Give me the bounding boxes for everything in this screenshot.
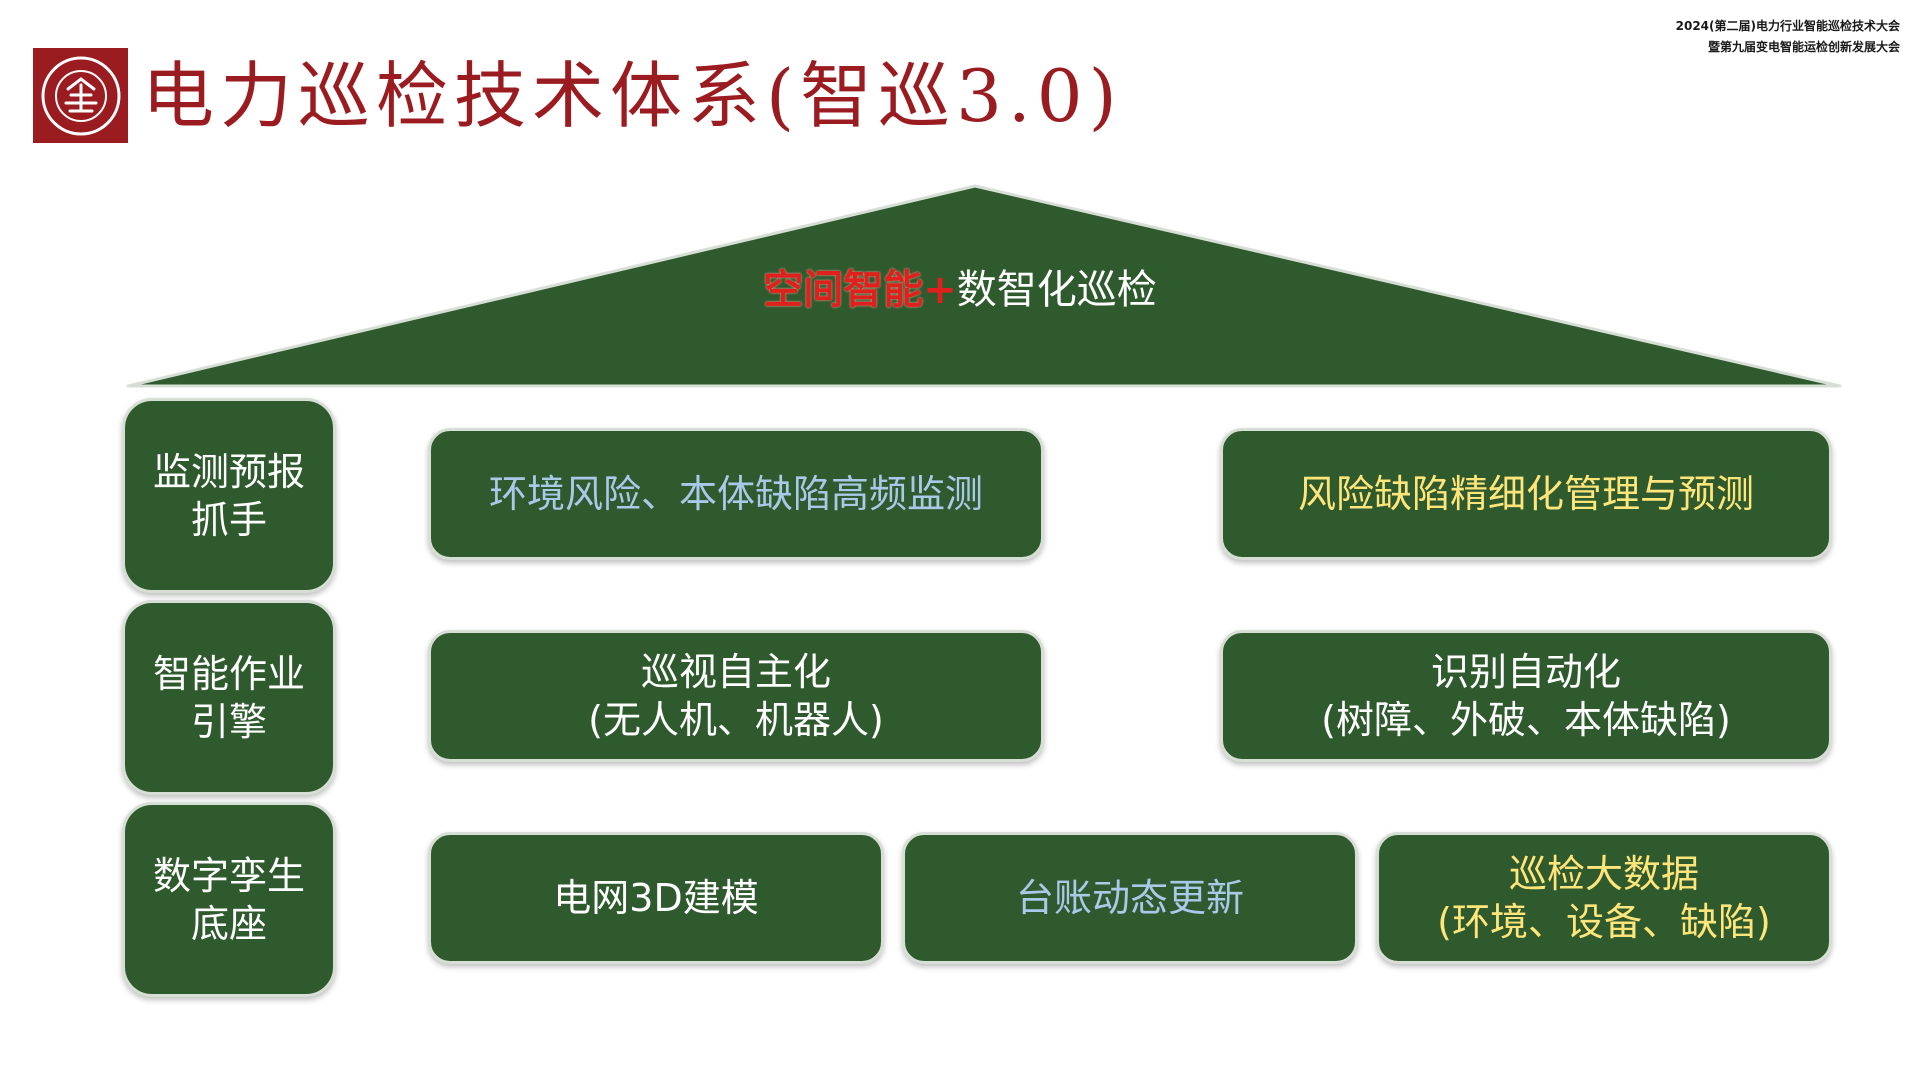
page-title: 电力巡检技术体系(智巡3.0) — [142, 54, 1123, 138]
pillar-label-line2: 抓手 — [190, 497, 267, 542]
box-label: 台账动态更新 — [1015, 876, 1244, 920]
pillar-monitoring: 监测预报 抓手 — [122, 398, 336, 593]
box-inspection-big-data: 巡检大数据 (环境、设备、缺陷) — [1376, 832, 1832, 964]
box-label-line2: (环境、设备、缺陷) — [1437, 900, 1771, 944]
pillar-label-line1: 监测预报 — [152, 449, 305, 494]
pillar-label-line2: 引擎 — [190, 699, 267, 744]
box-grid-3d-modeling: 电网3D建模 — [428, 832, 884, 964]
box-label-line1: 识别自动化 — [1430, 650, 1621, 694]
roof-highlight: 空间智能 — [763, 267, 924, 313]
pillar-label-line1: 智能作业 — [152, 651, 305, 696]
pillar-label-line1: 数字孪生 — [152, 853, 305, 898]
box-label: 环境风险、本体缺陷高频监测 — [488, 472, 983, 516]
box-label-line2: (无人机、机器人) — [588, 698, 884, 742]
university-seal-icon — [41, 56, 120, 135]
roof-plus: + — [923, 267, 957, 313]
pillar-digital-twin: 数字孪生 底座 — [122, 802, 336, 997]
box-label-line1: 巡视自主化 — [640, 650, 831, 694]
peking-university-logo — [33, 48, 128, 143]
box-risk-defect-management: 风险缺陷精细化管理与预测 — [1220, 428, 1832, 560]
pillar-label-line2: 底座 — [190, 901, 267, 946]
box-label: 风险缺陷精细化管理与预测 — [1297, 472, 1754, 516]
pillar-intelligent-operation: 智能作业 引擎 — [122, 600, 336, 795]
roof-rest: 数智化巡检 — [956, 267, 1157, 313]
roof-title: 空间智能+数智化巡检 — [0, 262, 1920, 318]
box-automatic-recognition: 识别自动化 (树障、外破、本体缺陷) — [1220, 630, 1832, 762]
box-high-frequency-monitoring: 环境风险、本体缺陷高频监测 — [428, 428, 1044, 560]
box-label: 电网3D建模 — [553, 876, 759, 920]
box-autonomous-inspection: 巡视自主化 (无人机、机器人) — [428, 630, 1044, 762]
conference-subname: 暨第九届变电智能运检创新发展大会 — [1707, 40, 1900, 54]
box-label-line2: (树障、外破、本体缺陷) — [1321, 698, 1731, 742]
box-ledger-dynamic-update: 台账动态更新 — [902, 832, 1358, 964]
conference-name: 2024(第二届)电力行业智能巡检技术大会 — [1675, 19, 1900, 33]
box-label-line1: 巡检大数据 — [1508, 852, 1699, 896]
